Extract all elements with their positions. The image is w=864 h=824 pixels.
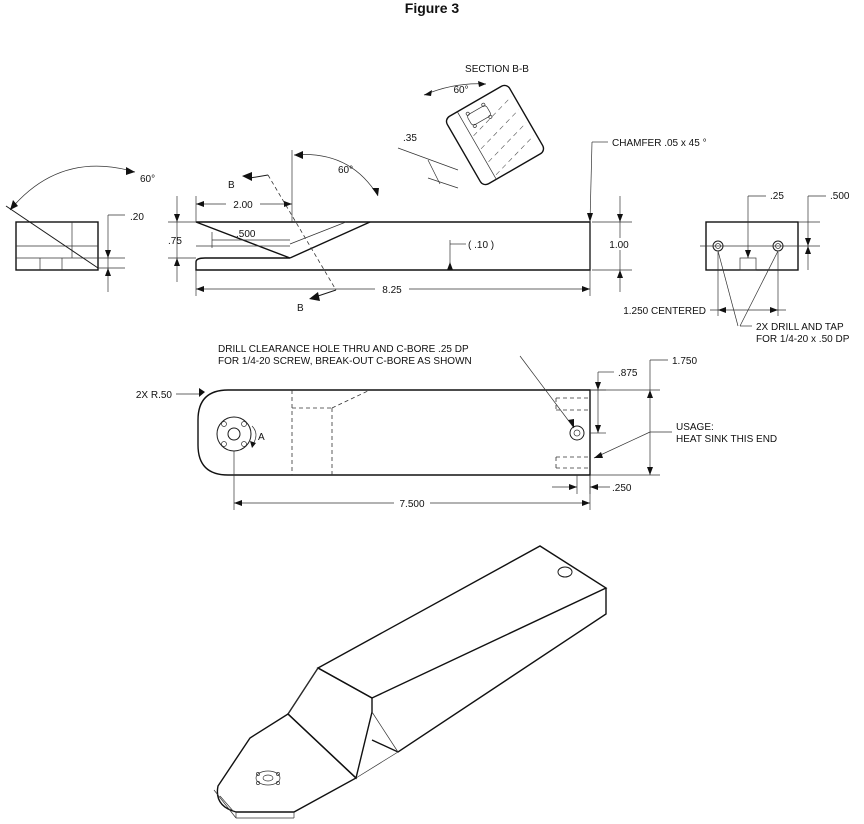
front-length-label: 2.00 [233, 200, 253, 211]
front-ref-label: ( .10 ) [468, 240, 494, 251]
view-mark-a: A [258, 432, 265, 443]
section-block [445, 84, 545, 186]
section-mark-lower: B [297, 303, 304, 314]
front-angle-label: 60° [338, 165, 353, 176]
front-height-label: .75 [168, 236, 182, 247]
front-slot-label: .500 [236, 229, 256, 240]
front-total-label: 8.25 [382, 285, 402, 296]
top-radius-label: 2X R.50 [136, 390, 173, 401]
drill-note-line2: FOR 1/4-20 SCREW, BREAK-OUT C-BORE AS SH… [218, 356, 472, 367]
top-width-label: 1.750 [672, 356, 697, 367]
usage-note-line1: USAGE: [676, 422, 714, 433]
left-angle-label: 60° [140, 174, 155, 185]
left-end-view: 60° .20 [5, 165, 155, 292]
section-angle-label: 60° [453, 85, 468, 96]
end-spacing-label: .25 [770, 191, 784, 202]
front-view: B B 60° 2.00 .75 .500 ( .10 ) [168, 138, 707, 314]
section-thickness-label: .35 [403, 133, 417, 144]
left-height-label: .20 [130, 212, 144, 223]
usage-note-line2: HEAT SINK THIS END [676, 434, 777, 445]
chamfer-label: CHAMFER .05 x 45 ° [612, 138, 707, 149]
drill-note-line1: DRILL CLEARANCE HOLE THRU AND C-BORE .25… [218, 344, 469, 355]
section-mark-upper: B [228, 180, 235, 191]
right-end-view: .25 .500 1.250 CENTERED 2X DRILL AND TAP… [623, 191, 850, 345]
tap-note-line2: FOR 1/4-20 x .50 DP [756, 334, 850, 345]
isometric-view [213, 545, 608, 819]
top-view: A 2X R.50 DRILL CLEARANCE HOLE THRU AND … [136, 344, 777, 510]
tap-note-line1: 2X DRILL AND TAP [756, 322, 844, 333]
figure-title: Figure 3 [405, 0, 460, 16]
front-full-height-label: 1.00 [609, 240, 629, 251]
top-edge-label: .250 [612, 483, 632, 494]
section-label: SECTION B-B [465, 64, 529, 75]
top-length-label: 7.500 [399, 499, 424, 510]
end-height-label: .500 [830, 191, 850, 202]
end-centered-label: 1.250 CENTERED [623, 306, 706, 317]
section-b-b-view: SECTION B-B 60° .35 [397, 64, 545, 189]
top-offset-label: .875 [618, 368, 638, 379]
